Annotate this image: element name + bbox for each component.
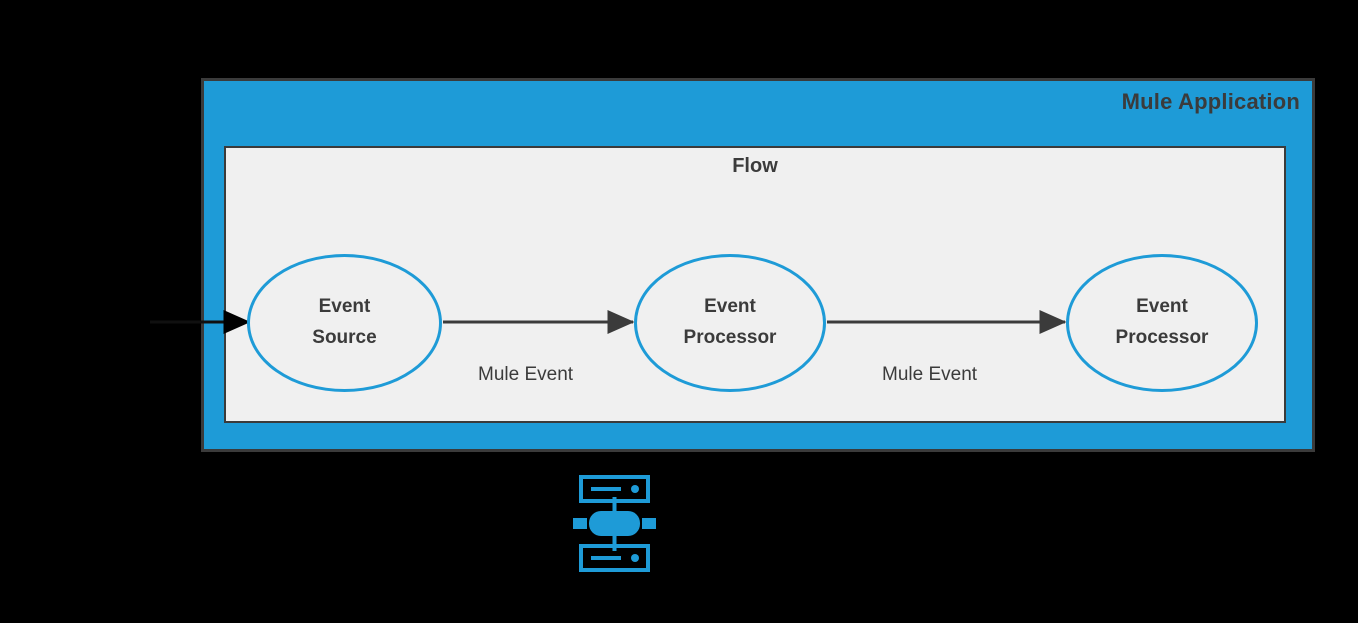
node-event-source[interactable]: Event Source: [247, 254, 442, 392]
node-event-processor-1-label: Event Processor: [683, 296, 777, 348]
node-event-processor-2-label: Event Processor: [1115, 296, 1209, 348]
flow-title: Flow: [732, 155, 778, 177]
edge-label-2: Mule Event: [882, 364, 978, 385]
mule-application-title: Mule Application: [1121, 89, 1300, 114]
edge-label-1: Mule Event: [478, 364, 574, 385]
node-event-processor-1[interactable]: Event Processor: [634, 254, 826, 392]
node-event-processor-2[interactable]: Event Processor: [1066, 254, 1258, 392]
node-event-source-label: Event Source: [312, 296, 377, 348]
server-icon: [573, 475, 656, 572]
